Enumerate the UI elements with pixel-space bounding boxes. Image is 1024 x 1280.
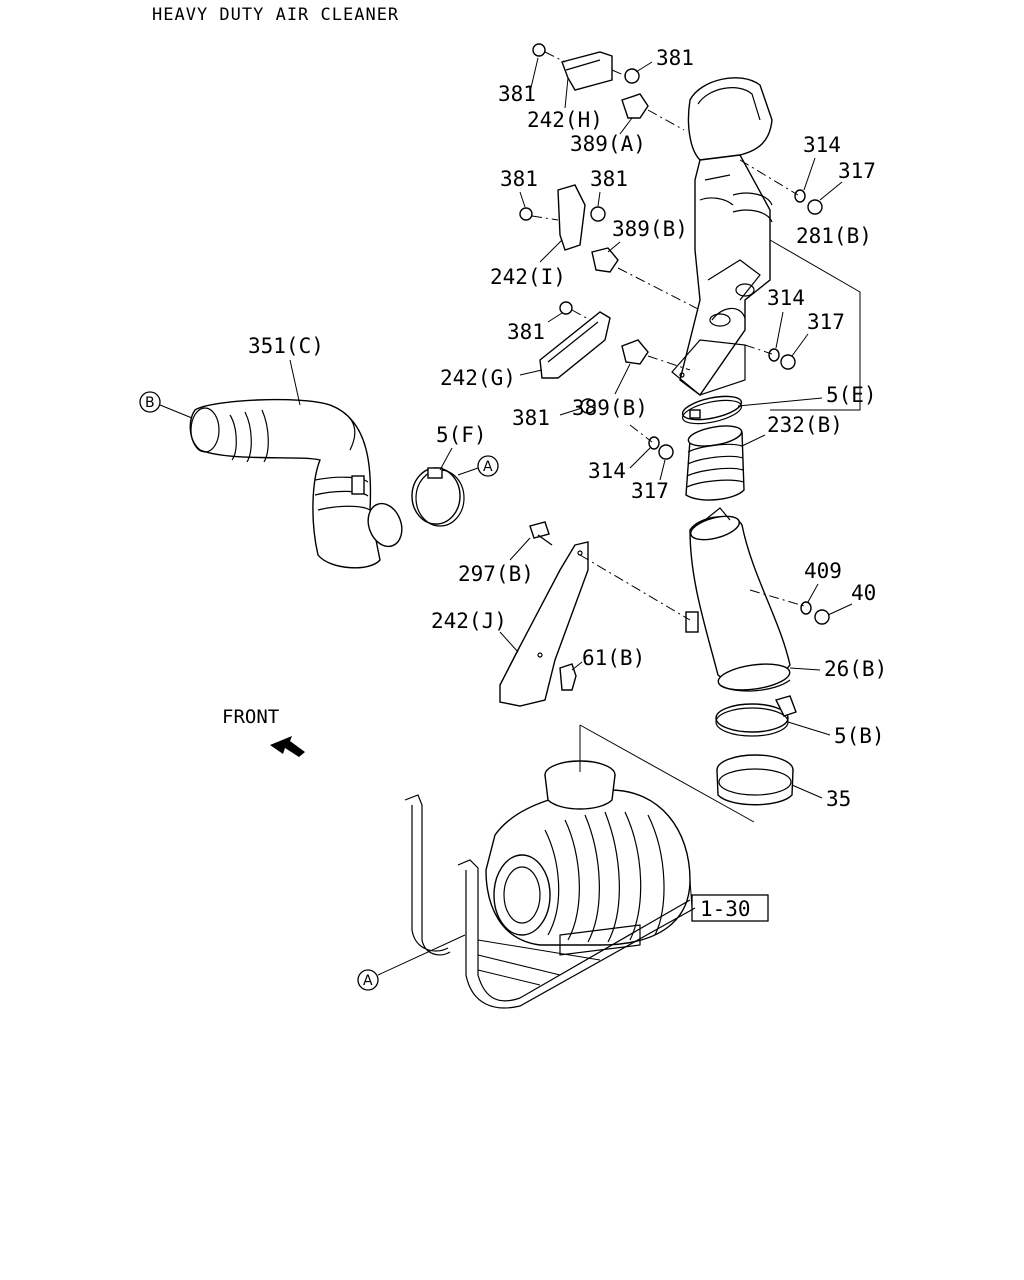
marker-circle-b: B [139, 391, 193, 419]
part-label-281b: 281(B) [796, 224, 872, 248]
hose-351c [189, 398, 403, 569]
bracket-242j [499, 521, 805, 707]
part-label-314c: 314 [588, 459, 626, 483]
intake-tube-281b [671, 77, 773, 396]
marker-circle-a: A [457, 455, 499, 477]
clamp-5b [715, 695, 797, 737]
svg-text:A: A [363, 973, 373, 989]
diagram-title: HEAVY DUTY AIR CLEANER [152, 5, 399, 25]
part-label-314b: 314 [767, 286, 805, 310]
bracket-242h [532, 43, 685, 131]
part-label-381a: 381 [656, 46, 694, 70]
clamp-5f [411, 467, 465, 527]
bellows-232b [685, 425, 745, 501]
part-label-297b: 297(B) [458, 562, 534, 586]
part-label-5b: 5(B) [834, 724, 885, 748]
part-label-381f: 381 [512, 406, 550, 430]
group-bracket-281b [769, 239, 861, 411]
part-label-314a: 314 [803, 133, 841, 157]
part-label-242j: 242(J) [431, 609, 507, 633]
part-label-26b: 26(B) [824, 657, 887, 681]
part-label-317c: 317 [631, 479, 669, 503]
reference-box-label: 1-30 [700, 897, 751, 921]
mounting-frame [404, 794, 696, 1009]
part-labels: 381 381 242(H) 389(A) 314 317 381 381 38… [248, 46, 887, 811]
marker-circle-a: A [357, 934, 466, 991]
clamp-5e [681, 395, 743, 425]
part-label-61b: 61(B) [582, 646, 645, 670]
part-label-381d: 381 [590, 167, 628, 191]
part-label-242i: 242(I) [490, 265, 566, 289]
part-label-389b2: 389(B) [572, 396, 648, 420]
part-label-5f: 5(F) [436, 423, 487, 447]
washers-nuts [629, 159, 830, 625]
part-label-40: 40 [851, 581, 876, 605]
part-label-381e: 381 [507, 320, 545, 344]
front-label: FRONT [222, 706, 279, 728]
elbow-tube-26b [685, 507, 791, 692]
svg-text:A: A [483, 459, 493, 475]
part-label-242h: 242(H) [527, 108, 603, 132]
part-label-381c: 381 [500, 167, 538, 191]
part-label-242g: 242(G) [440, 366, 516, 390]
part-label-389a: 389(A) [570, 132, 646, 156]
bracket-242g [539, 301, 691, 414]
air-cleaner-body [485, 760, 691, 956]
leader-line [579, 724, 755, 823]
front-arrow-icon [270, 736, 305, 757]
part-label-351c: 351(C) [248, 334, 324, 358]
part-label-317b: 317 [807, 310, 845, 334]
part-label-409: 409 [804, 559, 842, 583]
leader-line [689, 879, 693, 909]
part-label-389b1: 389(B) [612, 217, 688, 241]
svg-text:B: B [145, 395, 155, 411]
part-label-381b: 381 [498, 82, 536, 106]
sleeve-35 [716, 754, 794, 806]
part-label-232b: 232(B) [767, 413, 843, 437]
bracket-242i [519, 184, 701, 311]
part-label-35: 35 [826, 787, 851, 811]
part-label-5e: 5(E) [826, 383, 877, 407]
part-label-317a: 317 [838, 159, 876, 183]
